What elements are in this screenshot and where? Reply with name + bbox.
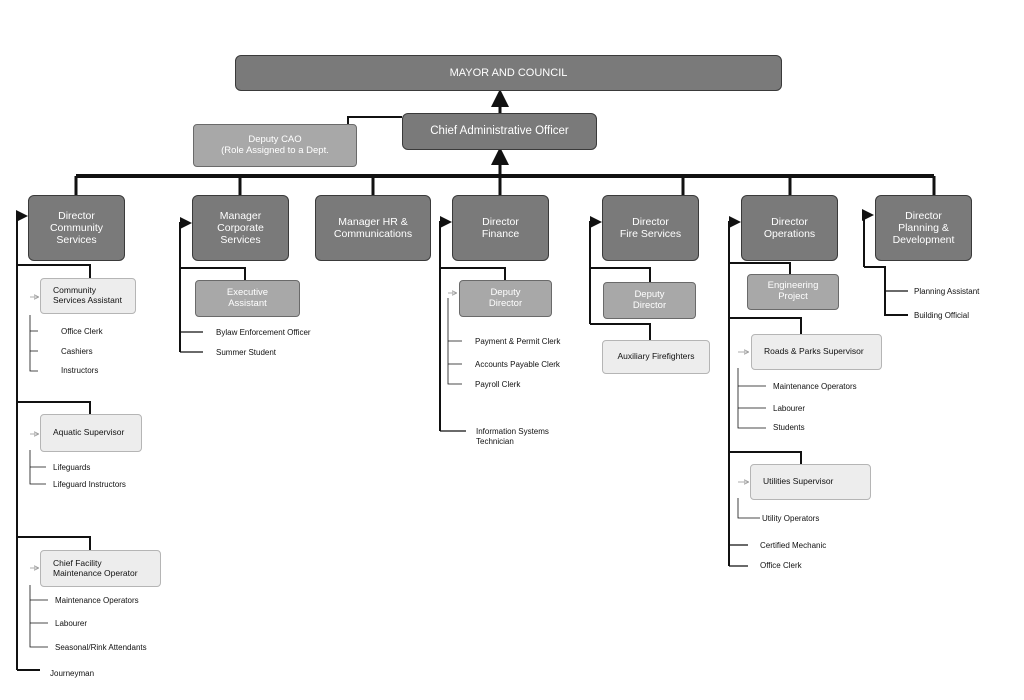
fire-deputy-director-box[interactable]: Deputy Director bbox=[603, 282, 696, 319]
staff-utility-operators: Utility Operators bbox=[762, 514, 820, 523]
aquatic-supervisor-box[interactable]: Aquatic Supervisor bbox=[40, 414, 142, 452]
finance-deputy-director-box[interactable]: Deputy Director bbox=[459, 280, 552, 317]
staff-building-official: Building Official bbox=[914, 311, 969, 320]
staff-maintenance-operators-ops: Maintenance Operators bbox=[773, 382, 857, 391]
auxiliary-firefighters-box[interactable]: Auxiliary Firefighters bbox=[602, 340, 710, 374]
staff-payroll-clerk: Payroll Clerk bbox=[475, 380, 521, 389]
staff-lifeguard-instructors: Lifeguard Instructors bbox=[53, 480, 126, 489]
staff-accounts-payable-clerk: Accounts Payable Clerk bbox=[475, 360, 560, 369]
manager-corporate-services-box[interactable]: Manager Corporate Services bbox=[192, 195, 289, 261]
director-community-services-box[interactable]: Director Community Services bbox=[28, 195, 125, 261]
staff-office-clerk-ops: Office Clerk bbox=[760, 561, 802, 570]
staff-journeyman: Journeyman bbox=[50, 669, 95, 678]
roads-parks-supervisor-box[interactable]: Roads & Parks Supervisor bbox=[751, 334, 882, 370]
staff-labourer: Labourer bbox=[55, 619, 88, 628]
staff-office-clerk: Office Clerk bbox=[61, 327, 103, 336]
community-services-assistant-box[interactable]: Community Services Assistant bbox=[40, 278, 136, 314]
staff-seasonal-rink-attendants: Seasonal/Rink Attendants bbox=[55, 643, 147, 652]
engineering-project-box[interactable]: Engineering Project bbox=[747, 274, 839, 310]
director-planning-development-box[interactable]: Director Planning & Development bbox=[875, 195, 972, 261]
staff-bylaw-enforcement-officer: Bylaw Enforcement Officer bbox=[216, 328, 311, 337]
executive-assistant-box[interactable]: Executive Assistant bbox=[195, 280, 300, 317]
director-fire-services-box[interactable]: Director Fire Services bbox=[602, 195, 699, 261]
staff-labourer-ops: Labourer bbox=[773, 404, 806, 413]
staff-lifeguards: Lifeguards bbox=[53, 463, 91, 472]
staff-students: Students bbox=[773, 423, 805, 432]
staff-summer-student: Summer Student bbox=[216, 348, 277, 357]
director-finance-box[interactable]: Director Finance bbox=[452, 195, 549, 261]
mayor-and-council-box[interactable]: MAYOR AND COUNCIL bbox=[235, 55, 782, 91]
manager-hr-communications-box[interactable]: Manager HR & Communications bbox=[315, 195, 431, 261]
chief-facility-maintenance-operator-box[interactable]: Chief Facility Maintenance Operator bbox=[40, 550, 161, 587]
director-operations-box[interactable]: Director Operations bbox=[741, 195, 838, 261]
staff-information-systems-technician: Information Systems Technician bbox=[476, 427, 549, 446]
utilities-supervisor-box[interactable]: Utilities Supervisor bbox=[750, 464, 871, 500]
staff-maintenance-operators: Maintenance Operators bbox=[55, 596, 139, 605]
staff-instructors: Instructors bbox=[61, 366, 99, 375]
deputy-cao-box[interactable]: Deputy CAO (Role Assigned to a Dept. bbox=[193, 124, 357, 167]
staff-payment-permit-clerk: Payment & Permit Clerk bbox=[475, 337, 561, 346]
staff-planning-assistant: Planning Assistant bbox=[914, 287, 980, 296]
staff-cashiers: Cashiers bbox=[61, 347, 93, 356]
chief-administrative-officer-box[interactable]: Chief Administrative Officer bbox=[402, 113, 597, 150]
staff-certified-mechanic: Certified Mechanic bbox=[760, 541, 827, 550]
